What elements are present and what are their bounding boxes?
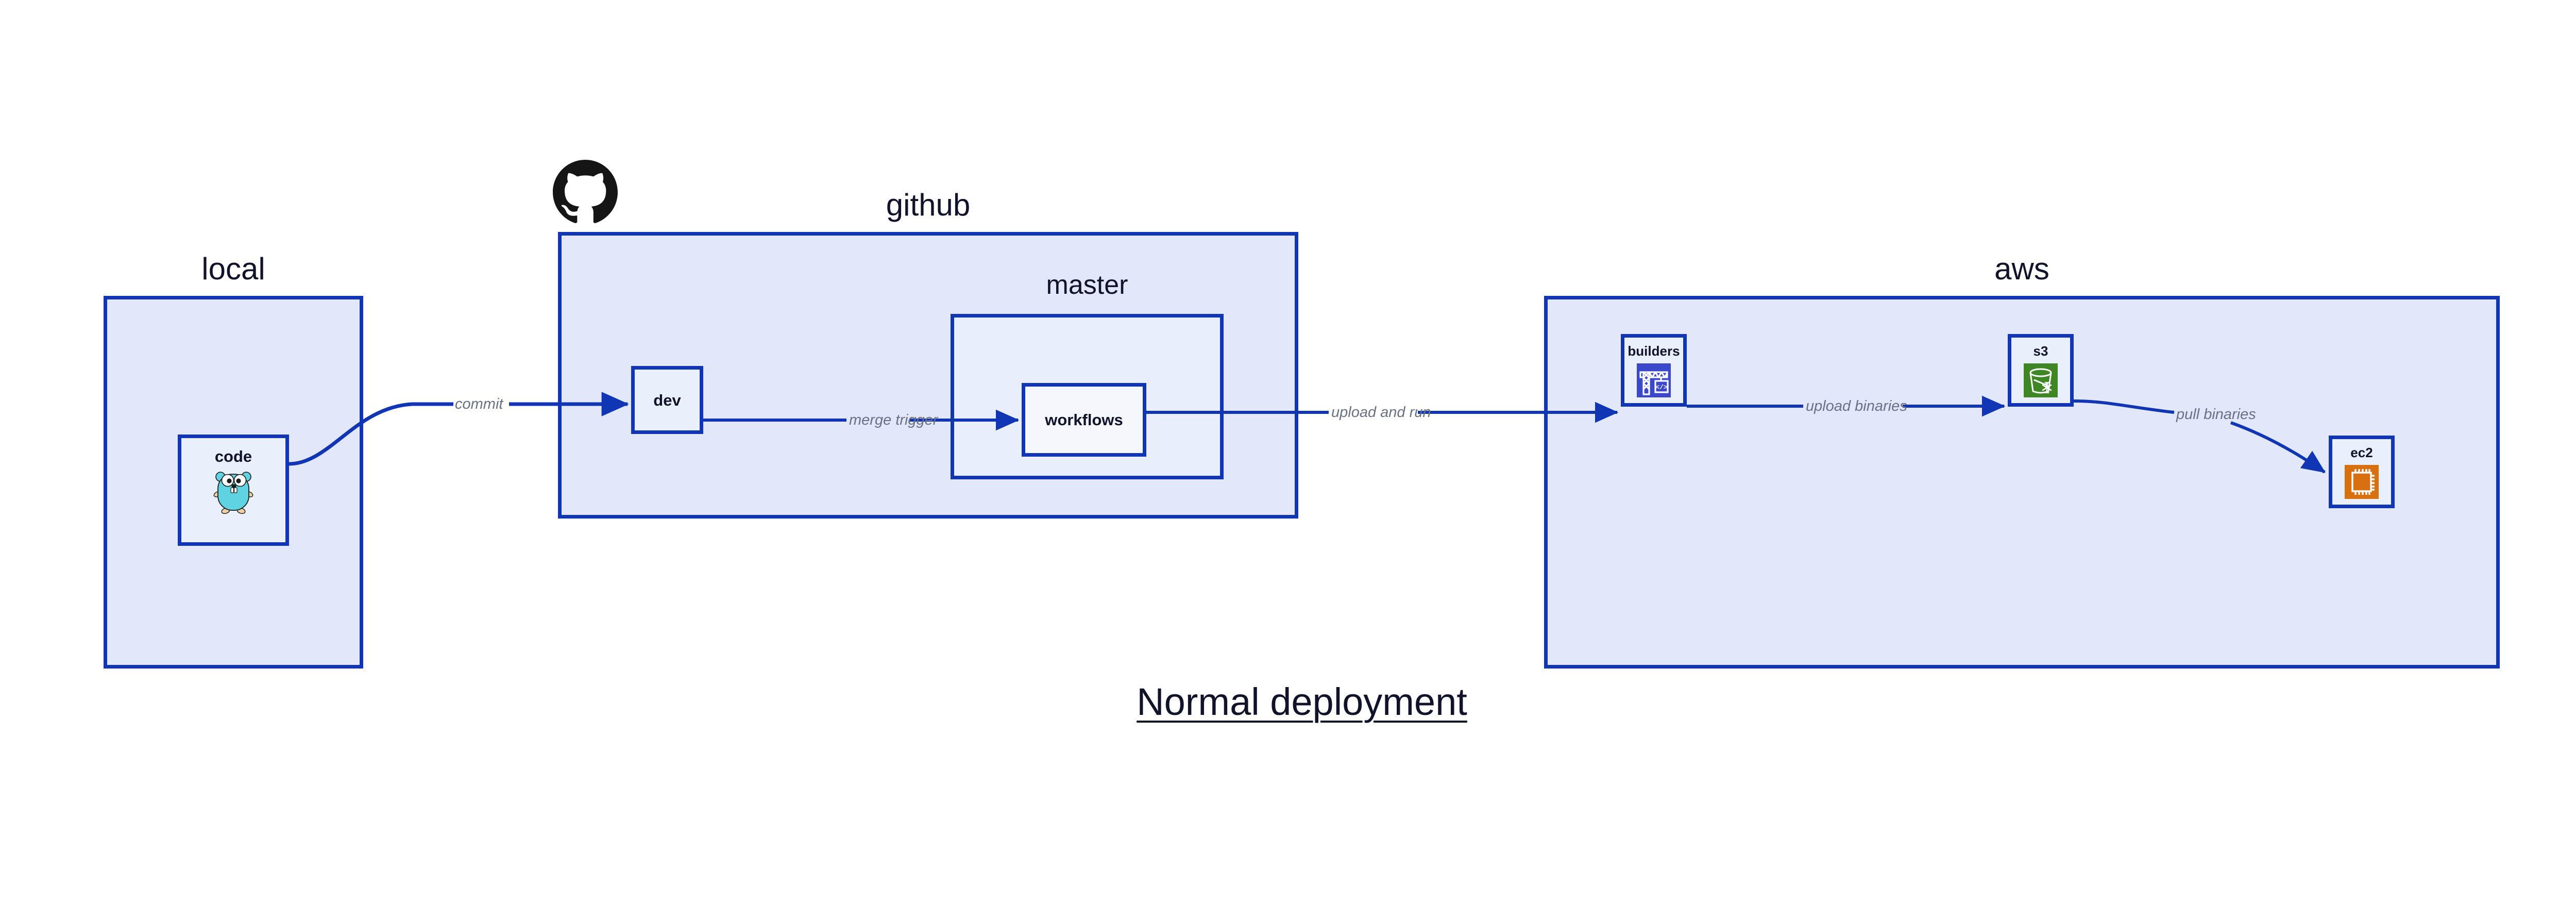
container-label-local: local [201, 252, 265, 286]
diagram-title: Normal deployment [1137, 680, 1467, 723]
go-gopher-icon [213, 470, 253, 516]
edge-label-pull-binaries: pull binaries [2176, 406, 2256, 423]
edge-label-upload-and-run: upload and run [1331, 404, 1431, 421]
svg-text:</>: </> [1655, 383, 1668, 391]
node-s3[interactable]: s3 [2008, 334, 2074, 407]
node-label-builders: builders [1628, 343, 1680, 359]
node-label-ec2: ec2 [2350, 445, 2373, 460]
container-label-master: master [1046, 270, 1128, 300]
github-octocat-logo [553, 160, 618, 225]
container-label-github: github [886, 188, 971, 222]
aws-s3-bucket-icon [2024, 363, 2058, 400]
edge-label-merge-trigger: merge trigger [849, 412, 938, 428]
aws-codebuild-crane-icon: </> [1637, 363, 1671, 400]
edge-label-upload-binaries: upload binaries [1806, 398, 1907, 414]
container-label-aws: aws [1994, 252, 2049, 286]
node-dev[interactable]: dev [631, 366, 703, 434]
node-label-code: code [214, 447, 252, 465]
node-workflows[interactable]: workflows [1022, 383, 1146, 457]
aws-ec2-chip-icon [2345, 465, 2379, 502]
edge-label-commit: commit [455, 396, 503, 412]
node-builders[interactable]: builders </> [1621, 334, 1687, 407]
node-label-dev: dev [653, 391, 681, 409]
node-label-workflows: workflows [1045, 411, 1123, 429]
node-code[interactable]: code [178, 435, 289, 546]
node-label-s3: s3 [2033, 343, 2048, 359]
node-ec2[interactable]: ec2 [2329, 436, 2395, 508]
